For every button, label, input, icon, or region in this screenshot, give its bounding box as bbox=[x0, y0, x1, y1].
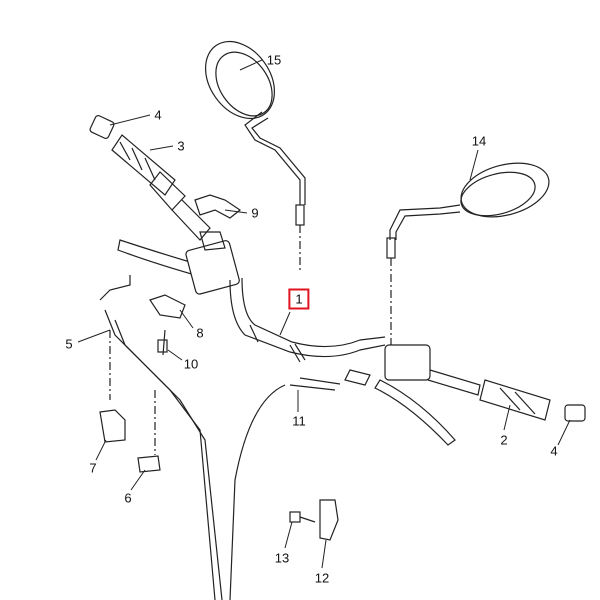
callout-9[interactable]: 9 bbox=[251, 205, 259, 221]
right-grip-part bbox=[479, 379, 586, 422]
callout-11[interactable]: 11 bbox=[292, 413, 306, 429]
handlebar-part bbox=[229, 277, 386, 363]
mirror-right-part bbox=[386, 162, 550, 345]
cables bbox=[99, 275, 341, 600]
right-lever-assembly bbox=[344, 344, 481, 446]
left-lever-assembly bbox=[117, 194, 242, 356]
callout-5[interactable]: 5 bbox=[65, 336, 73, 352]
left-grip-part bbox=[89, 115, 211, 241]
callout-6[interactable]: 6 bbox=[124, 490, 132, 506]
callout-13[interactable]: 13 bbox=[274, 550, 290, 566]
callout-3[interactable]: 3 bbox=[177, 138, 185, 154]
callout-15[interactable]: 15 bbox=[266, 52, 282, 68]
callout-14[interactable]: 14 bbox=[471, 133, 487, 149]
callout-1-highlighted[interactable]: 1 bbox=[288, 288, 310, 310]
callout-4[interactable]: 4 bbox=[154, 107, 162, 123]
callout-2[interactable]: 2 bbox=[500, 432, 508, 448]
leader-lines bbox=[77, 59, 571, 569]
callout-12[interactable]: 12 bbox=[314, 570, 330, 586]
callout-7[interactable]: 7 bbox=[89, 460, 97, 476]
callout-8[interactable]: 8 bbox=[196, 325, 204, 341]
mirror-left-part bbox=[204, 40, 306, 270]
callout-10[interactable]: 10 bbox=[183, 356, 199, 372]
small-parts bbox=[99, 409, 339, 541]
callout-4-right[interactable]: 4 bbox=[550, 443, 558, 459]
